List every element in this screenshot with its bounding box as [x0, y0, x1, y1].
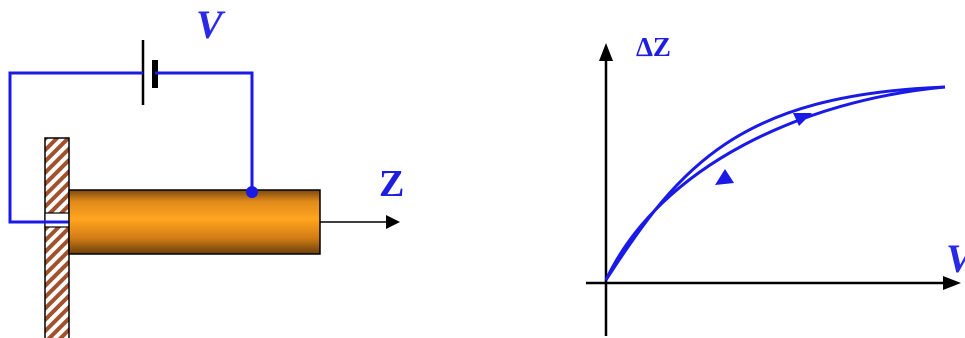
fixed-wall: [44, 137, 70, 338]
loading-direction-arrow: [793, 113, 812, 126]
x-axis-label: V: [946, 236, 965, 281]
x-axis: [586, 276, 961, 290]
loading-curve: [604, 85, 946, 281]
y-axis: [599, 43, 613, 336]
extension-axis-label: Z: [379, 163, 404, 205]
unloading-direction-arrow: [715, 169, 734, 185]
actuator-schematic: V Z: [8, 2, 404, 338]
voltage-label: V: [196, 2, 226, 47]
y-axis-label: ΔZ: [636, 32, 671, 62]
wall-opening: [44, 212, 70, 228]
unloading-curve: [604, 85, 946, 281]
piezo-cylinder: [68, 189, 321, 255]
z-axis-arrow: [320, 215, 400, 229]
battery-icon: [141, 40, 158, 105]
electrode-contact: [246, 186, 258, 198]
hysteresis-plot: ΔZ V: [586, 32, 965, 336]
circuit-wire: [8, 71, 254, 224]
